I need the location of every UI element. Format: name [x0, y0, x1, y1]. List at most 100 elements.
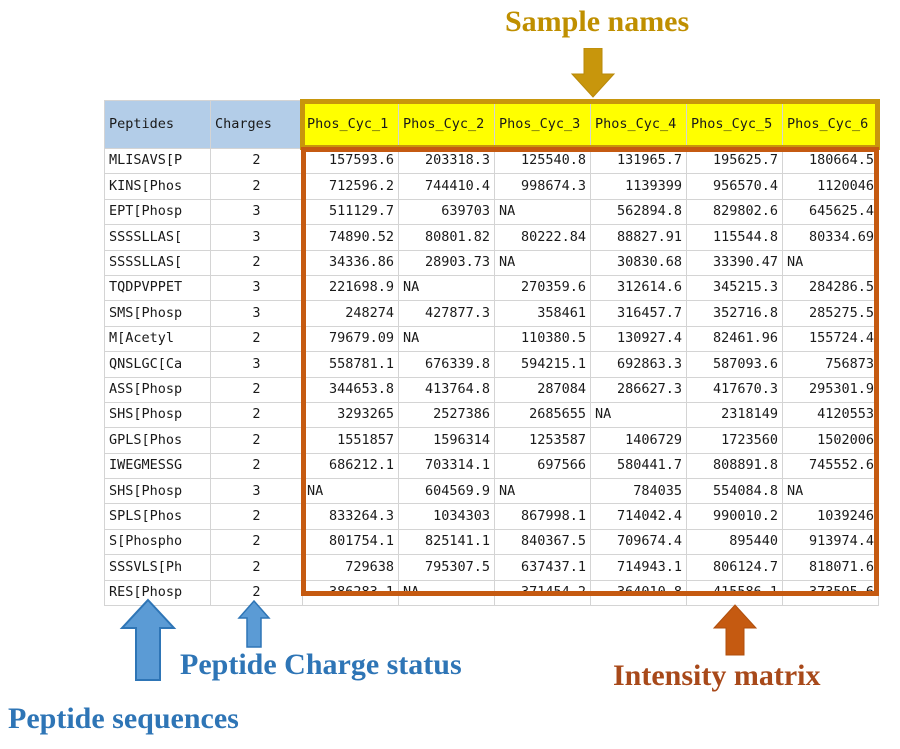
cell-peptide[interactable]: QNSLGC[Ca	[104, 351, 211, 378]
cell-intensity[interactable]: 74890.52	[302, 224, 399, 251]
cell-intensity[interactable]: 558781.1	[302, 351, 399, 378]
cell-intensity[interactable]: 427877.3	[398, 300, 495, 327]
cell-peptide[interactable]: RES[Phosp	[104, 579, 211, 607]
cell-intensity[interactable]: 562894.8	[590, 198, 687, 226]
cell-intensity[interactable]: 203318.3	[398, 147, 495, 175]
cell-intensity[interactable]: 125540.8	[494, 147, 591, 175]
cell-intensity[interactable]: 1139399	[590, 173, 687, 200]
cell-intensity[interactable]: 686212.1	[302, 452, 399, 480]
cell-intensity[interactable]: 364010.8	[590, 579, 687, 607]
cell-charge[interactable]: 2	[210, 147, 303, 175]
cell-intensity[interactable]: 417670.3	[686, 376, 783, 403]
cell-intensity[interactable]: 895440	[686, 528, 783, 556]
cell-intensity[interactable]: 80222.84	[494, 224, 591, 251]
column-header-phos-cyc-1[interactable]: Phos_Cyc_1	[302, 100, 399, 149]
cell-intensity[interactable]: 998674.3	[494, 173, 591, 200]
cell-peptide[interactable]: TQDPVPPET	[104, 274, 211, 302]
cell-intensity[interactable]: 637437.1	[494, 554, 591, 581]
cell-intensity[interactable]: 784035	[590, 478, 687, 505]
cell-intensity[interactable]: NA	[782, 249, 879, 276]
cell-intensity[interactable]: 115544.8	[686, 224, 783, 251]
cell-intensity[interactable]: 745552.6	[782, 452, 879, 480]
cell-intensity[interactable]: NA	[494, 478, 591, 505]
cell-peptide[interactable]: SSSSLLAS[	[104, 249, 211, 276]
cell-intensity[interactable]: 676339.8	[398, 351, 495, 378]
cell-charge[interactable]: 2	[210, 325, 303, 353]
cell-intensity[interactable]: 1253587	[494, 427, 591, 454]
cell-intensity[interactable]: 248274	[302, 300, 399, 327]
cell-intensity[interactable]: NA	[302, 478, 399, 505]
cell-intensity[interactable]: 1596314	[398, 427, 495, 454]
cell-intensity[interactable]: 28903.73	[398, 249, 495, 276]
cell-charge[interactable]: 2	[210, 173, 303, 200]
cell-intensity[interactable]: 818071.6	[782, 554, 879, 581]
cell-intensity[interactable]: 30830.68	[590, 249, 687, 276]
cell-intensity[interactable]: 195625.7	[686, 147, 783, 175]
cell-intensity[interactable]: 286627.3	[590, 376, 687, 403]
cell-intensity[interactable]: 371454.2	[494, 579, 591, 607]
cell-charge[interactable]: 2	[210, 579, 303, 607]
cell-intensity[interactable]: 3293265	[302, 401, 399, 429]
column-header-charges[interactable]: Charges	[210, 100, 303, 149]
cell-charge[interactable]: 2	[210, 376, 303, 403]
cell-intensity[interactable]: 80334.69	[782, 224, 879, 251]
cell-intensity[interactable]: 867998.1	[494, 503, 591, 530]
cell-peptide[interactable]: IWEGMESSG	[104, 452, 211, 480]
cell-intensity[interactable]: 33390.47	[686, 249, 783, 276]
cell-charge[interactable]: 3	[210, 478, 303, 505]
cell-intensity[interactable]: 756873	[782, 351, 879, 378]
cell-intensity[interactable]: 287084	[494, 376, 591, 403]
cell-intensity[interactable]: 645625.4	[782, 198, 879, 226]
cell-intensity[interactable]: 80801.82	[398, 224, 495, 251]
cell-peptide[interactable]: S[Phospho	[104, 528, 211, 556]
cell-intensity[interactable]: 806124.7	[686, 554, 783, 581]
cell-intensity[interactable]: 413764.8	[398, 376, 495, 403]
cell-intensity[interactable]: NA	[398, 325, 495, 353]
cell-intensity[interactable]: 712596.2	[302, 173, 399, 200]
cell-intensity[interactable]: 312614.6	[590, 274, 687, 302]
cell-intensity[interactable]: 270359.6	[494, 274, 591, 302]
cell-intensity[interactable]: 2685655	[494, 401, 591, 429]
cell-charge[interactable]: 2	[210, 249, 303, 276]
cell-peptide[interactable]: SSSSLLAS[	[104, 224, 211, 251]
cell-peptide[interactable]: GPLS[Phos	[104, 427, 211, 454]
cell-intensity[interactable]: 1502006	[782, 427, 879, 454]
cell-charge[interactable]: 2	[210, 528, 303, 556]
cell-intensity[interactable]: 587093.6	[686, 351, 783, 378]
cell-intensity[interactable]: 703314.1	[398, 452, 495, 480]
column-header-phos-cyc-6[interactable]: Phos_Cyc_6	[782, 100, 879, 149]
cell-intensity[interactable]: 709674.4	[590, 528, 687, 556]
cell-intensity[interactable]: 295301.9	[782, 376, 879, 403]
cell-intensity[interactable]: NA	[494, 198, 591, 226]
cell-intensity[interactable]: 729638	[302, 554, 399, 581]
cell-intensity[interactable]: 744410.4	[398, 173, 495, 200]
cell-intensity[interactable]: 511129.7	[302, 198, 399, 226]
cell-charge[interactable]: 2	[210, 503, 303, 530]
column-header-peptides[interactable]: Peptides	[104, 100, 211, 149]
cell-intensity[interactable]: 2527386	[398, 401, 495, 429]
cell-intensity[interactable]: 415586.1	[686, 579, 783, 607]
cell-intensity[interactable]: 639703	[398, 198, 495, 226]
cell-charge[interactable]: 2	[210, 452, 303, 480]
cell-intensity[interactable]: 714042.4	[590, 503, 687, 530]
cell-charge[interactable]: 3	[210, 351, 303, 378]
cell-intensity[interactable]: 344653.8	[302, 376, 399, 403]
cell-peptide[interactable]: ASS[Phosp	[104, 376, 211, 403]
cell-intensity[interactable]: 157593.6	[302, 147, 399, 175]
cell-intensity[interactable]: 79679.09	[302, 325, 399, 353]
cell-intensity[interactable]: 316457.7	[590, 300, 687, 327]
cell-intensity[interactable]: 829802.6	[686, 198, 783, 226]
cell-intensity[interactable]: 345215.3	[686, 274, 783, 302]
cell-peptide[interactable]: KINS[Phos	[104, 173, 211, 200]
